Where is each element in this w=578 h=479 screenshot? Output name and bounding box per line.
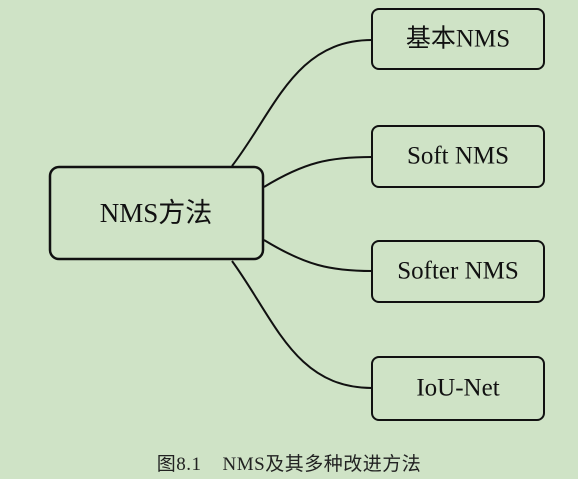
child-node-soft-nms: Soft NMS — [371, 125, 545, 188]
child-node-basic-nms: 基本NMS — [371, 8, 545, 70]
mind-map-diagram: NMS方法 基本NMS Soft NMS Softer NMS IoU-Net — [48, 8, 545, 421]
child-node-softer-nms: Softer NMS — [371, 240, 545, 303]
connector-iou-net — [231, 260, 373, 389]
connector-soft-nms — [263, 156, 373, 188]
connector-softer-nms — [263, 239, 373, 272]
child-node-label: IoU-Net — [416, 375, 499, 402]
child-node-label: Softer NMS — [397, 258, 519, 285]
child-node-label: Soft NMS — [407, 143, 509, 170]
figure-caption: 图8.1 NMS及其多种改进方法 — [156, 454, 422, 475]
root-node: NMS方法 — [48, 165, 265, 261]
connector-basic-nms — [231, 39, 373, 167]
child-node-iou-net: IoU-Net — [371, 356, 545, 421]
root-node-label: NMS方法 — [100, 198, 213, 228]
child-node-label: 基本NMS — [406, 25, 510, 53]
